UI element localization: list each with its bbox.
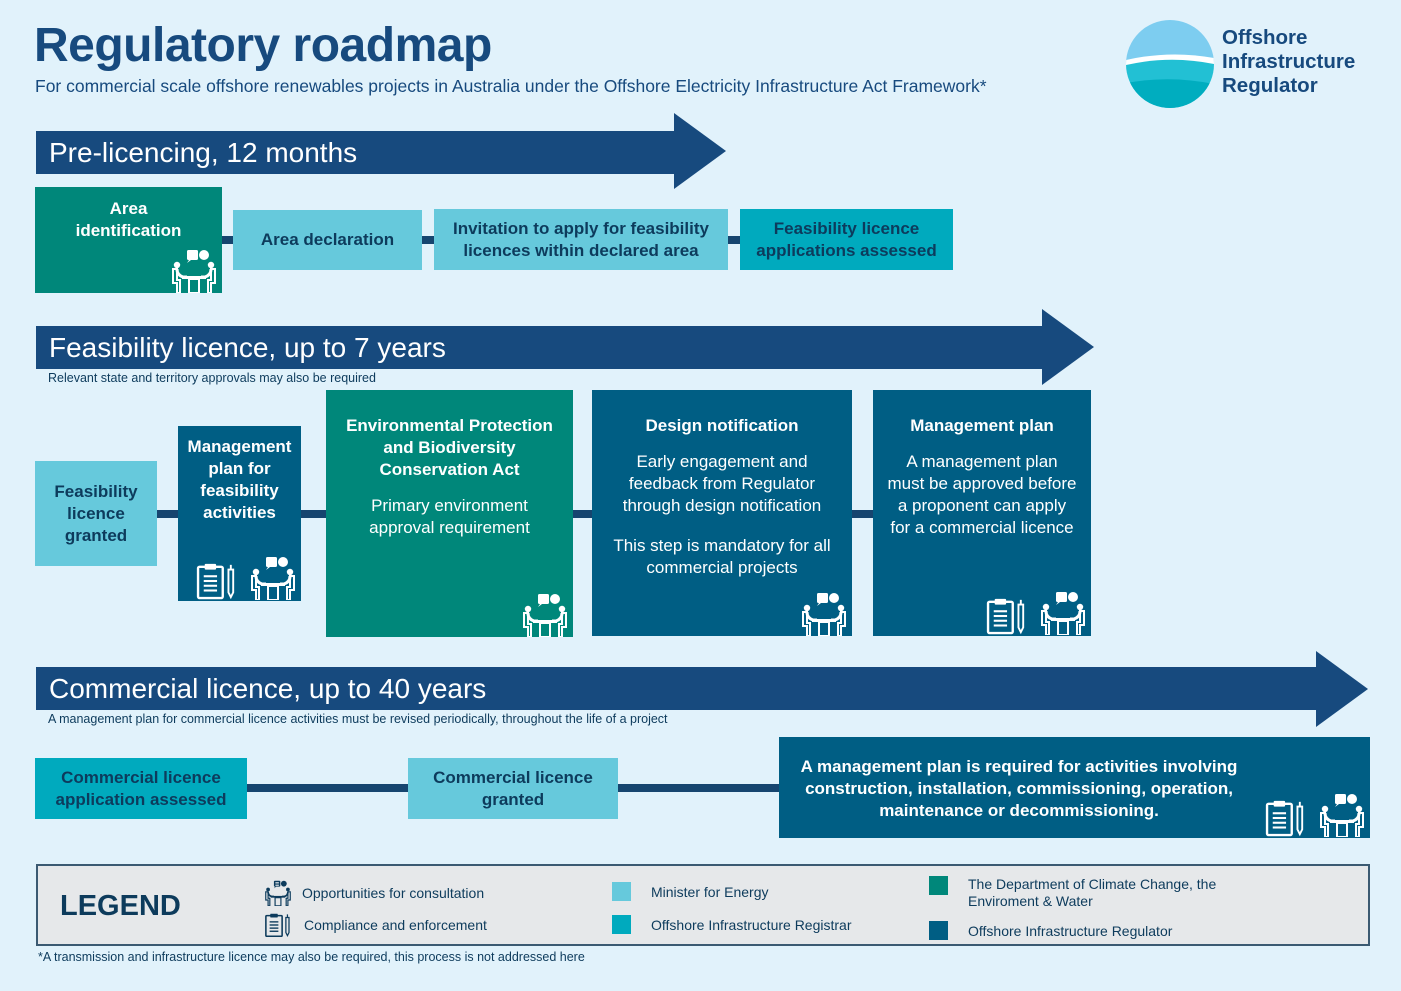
step-title: Area identification — [75, 199, 182, 240]
footnote: *A transmission and infrastructure licen… — [38, 950, 585, 964]
color-swatch — [612, 882, 631, 901]
org-logo-text: Offshore Infrastructure Regulator — [1222, 26, 1355, 98]
step-title: Management plan for feasibility activiti… — [187, 437, 292, 522]
step-epbc-act: Environmental Protection and Biodiversit… — [326, 390, 573, 637]
step-feasibility-licence-granted: Feasibility licence granted — [35, 461, 157, 566]
step-management-plan-feasibility: Management plan for feasibility activiti… — [178, 426, 301, 601]
phase-note: A management plan for commercial licence… — [48, 712, 668, 726]
legend-label: Compliance and enforcement — [304, 917, 487, 933]
step-description: A management plan must be approved befor… — [887, 452, 1077, 537]
legend-item-consultation: Opportunities for consultation — [264, 880, 484, 906]
step-title: Area declaration — [260, 230, 395, 249]
step-title: Design notification — [645, 416, 799, 435]
phase-note: Relevant state and territory approvals m… — [48, 371, 376, 385]
step-commercial-application-assessed: Commercial licence application assessed — [35, 758, 247, 819]
color-swatch — [929, 876, 948, 895]
consultation-icon — [1318, 793, 1366, 837]
step-title: Feasibility licence applications assesse… — [756, 218, 937, 260]
consultation-icon — [170, 249, 218, 293]
logo-line: Infrastructure — [1222, 50, 1356, 73]
step-title: Invitation to apply for feasibility lice… — [453, 218, 709, 260]
legend-item-registrar: Offshore Infrastructure Registrar — [612, 915, 851, 934]
phase-label: Commercial licence, up to 40 years — [36, 667, 1320, 710]
step-title: Feasibility licence granted — [54, 481, 138, 545]
consultation-icon — [249, 556, 297, 600]
step-feasibility-applications-assessed: Feasibility licence applications assesse… — [740, 209, 953, 270]
consultation-icon — [264, 880, 292, 906]
page-subtitle: For commercial scale offshore renewables… — [35, 76, 987, 96]
legend-item-department: The Department of Climate Change, the En… — [929, 876, 1228, 910]
compliance-icon — [264, 912, 294, 938]
step-description: Primary environment approval requirement — [369, 496, 530, 537]
legend-item-compliance: Compliance and enforcement — [264, 912, 487, 938]
legend-label: Opportunities for consultation — [302, 885, 485, 901]
phase-label: Pre-licencing, 12 months — [36, 131, 676, 174]
step-invitation-to-apply: Invitation to apply for feasibility lice… — [434, 209, 728, 270]
step-title: A management plan is required for activi… — [800, 757, 1238, 820]
consultation-icon — [1039, 591, 1087, 635]
arrow-head-icon — [1042, 309, 1094, 385]
phase-label: Feasibility licence, up to 7 years — [36, 326, 1044, 369]
step-title: Commercial licence application assessed — [55, 767, 227, 809]
legend-label: The Department of Climate Change, the En… — [968, 876, 1217, 909]
step-management-plan: Management plan A management plan must b… — [873, 390, 1091, 636]
consultation-icon — [800, 592, 848, 636]
step-design-notification: Design notification Early engagement and… — [592, 390, 852, 636]
wave-circle-logo-icon — [1126, 20, 1214, 108]
legend-label: Minister for Energy — [651, 883, 769, 900]
page-title: Regulatory roadmap — [34, 19, 492, 72]
legend: LEGEND Opportunities for consultation Co… — [36, 864, 1370, 946]
legend-item-regulator: Offshore Infrastructure Regulator — [929, 921, 1172, 940]
legend-item-minister: Minister for Energy — [612, 882, 768, 901]
legend-label: Offshore Infrastructure Regulator — [968, 922, 1173, 939]
step-title: Management plan — [910, 416, 1054, 435]
consultation-icon — [521, 593, 569, 637]
step-title: Commercial licence granted — [433, 767, 593, 809]
color-swatch — [612, 915, 631, 934]
step-description: Early engagement and feedback from Regul… — [622, 452, 822, 515]
step-commercial-management-plan: A management plan is required for activi… — [779, 737, 1370, 838]
compliance-icon — [195, 562, 241, 600]
compliance-icon — [985, 597, 1031, 635]
color-swatch — [929, 921, 948, 940]
step-title: Environmental Protection and Biodiversit… — [346, 416, 553, 479]
compliance-icon — [1264, 799, 1310, 837]
logo-line: Offshore — [1222, 26, 1308, 49]
logo-line: Regulator — [1222, 74, 1318, 97]
step-commercial-licence-granted: Commercial licence granted — [408, 758, 618, 819]
legend-label: Offshore Infrastructure Registrar — [651, 916, 852, 933]
step-description: This step is mandatory for all commercia… — [613, 536, 831, 577]
arrow-head-icon — [1316, 651, 1368, 727]
step-area-declaration: Area declaration — [233, 210, 422, 270]
step-area-identification: Area identification — [35, 187, 222, 293]
arrow-head-icon — [674, 113, 726, 189]
legend-title: LEGEND — [60, 890, 181, 922]
